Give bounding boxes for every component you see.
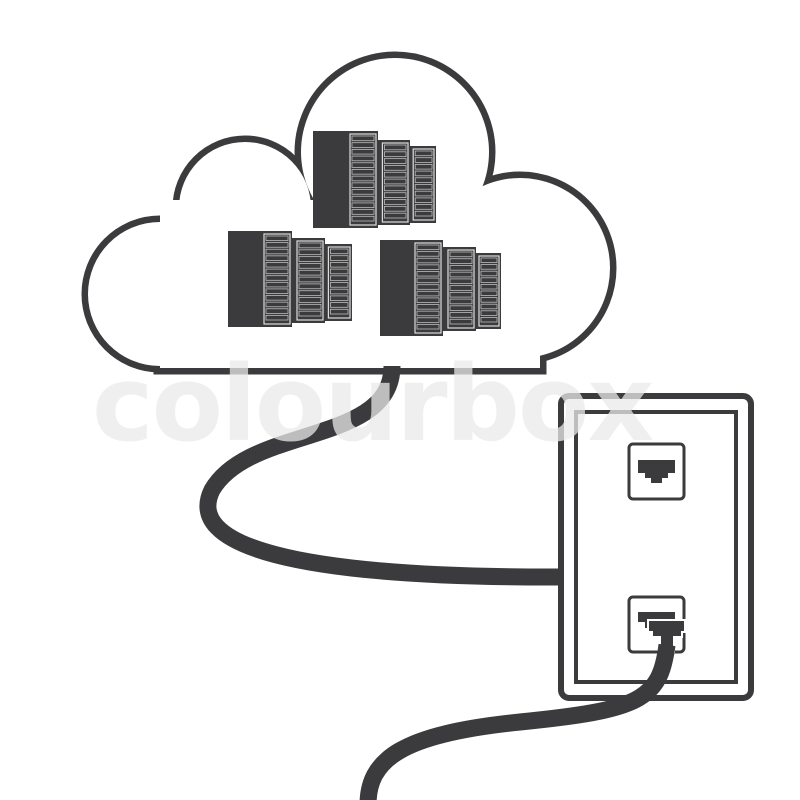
server-rack-icon bbox=[313, 131, 378, 228]
server-rack-icon bbox=[378, 140, 410, 225]
ethernet-port-empty[interactable] bbox=[627, 442, 686, 501]
wall-outlet bbox=[558, 393, 754, 701]
server-racks bbox=[228, 131, 501, 336]
server-rack-icon bbox=[443, 247, 476, 331]
network-cable-lower bbox=[359, 643, 676, 800]
ethernet-port-plugged[interactable] bbox=[627, 595, 686, 654]
server-rack-icon bbox=[228, 231, 292, 327]
network-cable-upper bbox=[199, 365, 563, 586]
watermark-text: colourbox bbox=[92, 343, 653, 465]
server-rack-icon bbox=[476, 253, 501, 329]
server-rack-icon bbox=[380, 240, 443, 336]
server-rack-icon bbox=[410, 146, 436, 223]
server-rack-icon bbox=[292, 238, 325, 323]
server-rack-icon bbox=[325, 244, 352, 321]
